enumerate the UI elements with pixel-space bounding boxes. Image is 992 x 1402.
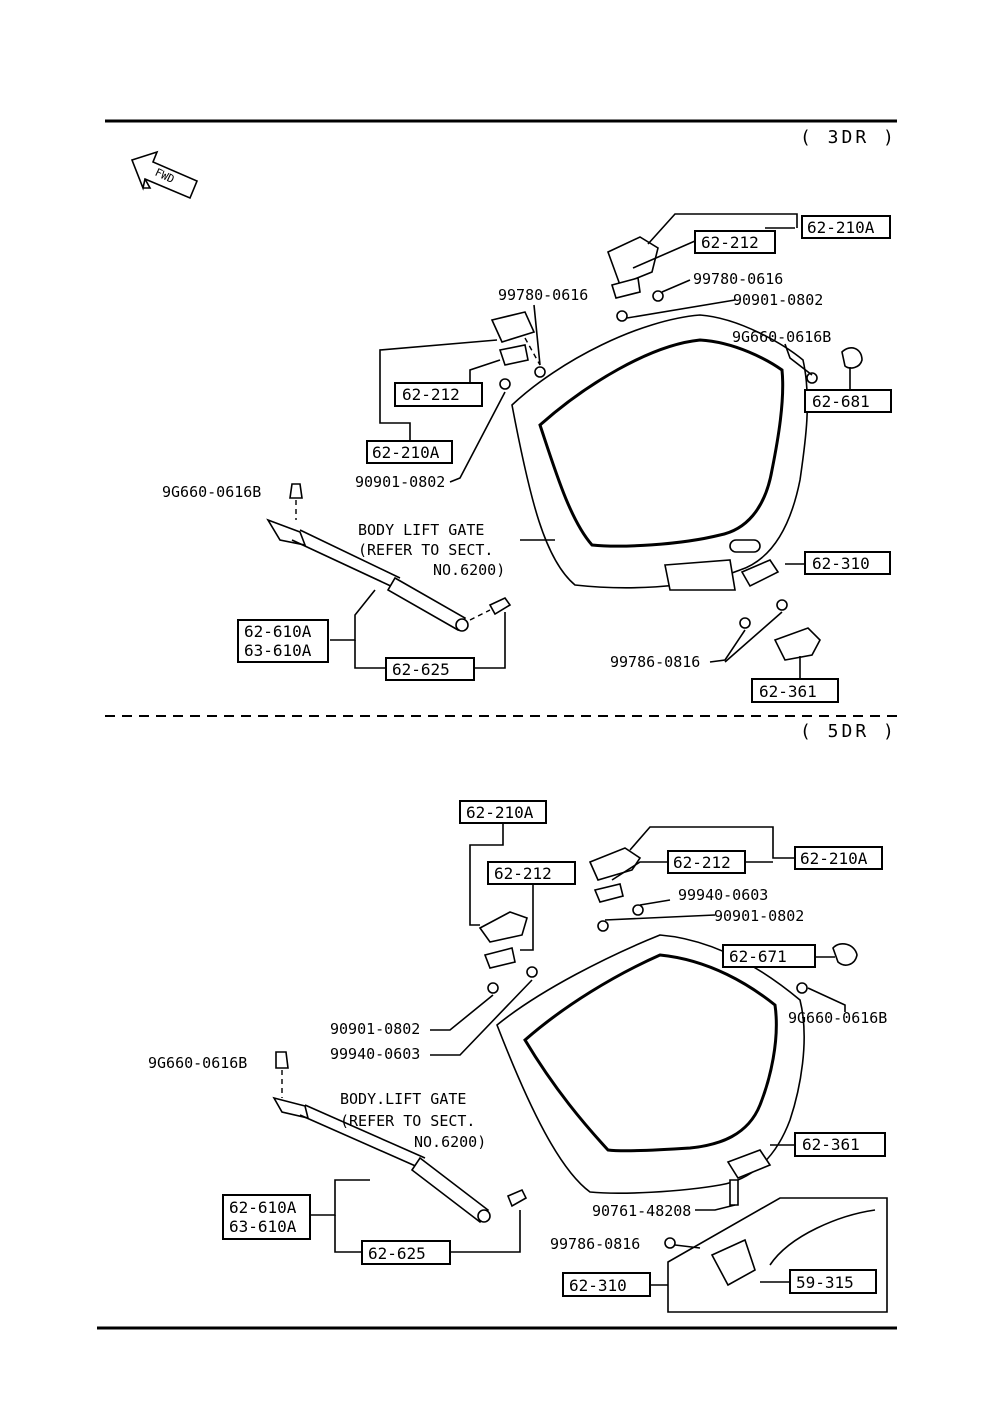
hinge-left-5dr [478,911,538,994]
box-3dr-8-frame [385,657,475,681]
label-5dr-5: 9G660-0616B [148,1054,247,1072]
box-5dr-8: 62-625 [368,1244,426,1263]
body-note-5dr-0: BODY.LIFT GATE [340,1090,466,1108]
label-3dr-6: 99786-0816 [610,653,700,671]
box-5dr-6: 62-610A [229,1198,297,1217]
label-3dr-2: 90901-0802 [733,291,823,309]
label-5dr-7: 99786-0816 [550,1235,640,1253]
box-3dr-3: 62-210A [372,443,440,462]
box-3dr-0-frame [801,215,891,239]
section-title-3dr: ( 3DR ) [800,127,897,148]
stopper-icon-3dr [806,347,863,384]
box-5dr-1: 62-212 [494,864,552,883]
stopper-icon-5dr [796,943,858,994]
box-5dr-5: 62-361 [802,1135,860,1154]
body-note-5dr-1: (REFER TO SECT. [340,1112,475,1130]
body-note-3dr-1: (REFER TO SECT. [358,541,493,559]
box-3dr-4-frame [804,389,892,413]
box-3dr-5: 62-310 [812,554,870,573]
fwd-arrow-icon [130,150,199,200]
latch-3dr [739,559,821,661]
label-5dr-3: 90901-0802 [330,1020,420,1038]
hinge-left-3dr [490,311,546,390]
label-5dr-1: 90901-0802 [714,907,804,925]
body-note-5dr-2: NO.6200) [414,1133,486,1151]
box-5dr-4: 62-671 [729,947,787,966]
body-note-3dr-0: BODY LIFT GATE [358,521,484,539]
gas-stay-3dr [266,483,512,632]
box-5dr-1-frame [487,861,576,885]
box-5dr-5-frame [794,1132,886,1157]
box-3dr-3-frame [366,440,453,464]
box-5dr-0-frame [459,800,547,824]
label-3dr-4: 90901-0802 [355,473,445,491]
label-3dr-5: 9G660-0616B [162,483,261,501]
box-3dr-1: 62-212 [701,233,759,252]
box-3dr-5-frame [804,551,891,575]
box-3dr-2-frame [394,382,483,407]
hinge-right-3dr [606,236,664,322]
box-5dr-3: 62-210A [800,849,868,868]
gas-stay-5dr [272,1051,528,1224]
box-5dr-4-frame [722,944,816,968]
box-3dr-2: 62-212 [402,385,460,404]
box-5dr-10: 59-315 [796,1273,854,1292]
box-5dr-0: 62-210A [466,803,534,822]
label-3dr-1: 99780-0616 [693,270,783,288]
lift-gate-5dr [496,934,805,1194]
box-3dr-6: 62-610A [244,622,312,641]
label-5dr-2: 9G660-0616B [788,1009,887,1027]
box-5dr-6-frame [222,1194,311,1240]
box-5dr-10-frame [789,1269,877,1294]
box-3dr-0: 62-210A [807,218,875,237]
box-5dr-7: 63-610A [229,1217,297,1236]
box-5dr-8-frame [361,1240,451,1265]
box-3dr-7: 63-610A [244,641,312,660]
box-3dr-8: 62-625 [392,660,450,679]
body-note-3dr-2: NO.6200) [433,561,505,579]
latch-5dr [664,1149,876,1287]
box-5dr-9: 62-310 [569,1276,627,1295]
label-5dr-0: 99940-0603 [678,886,768,904]
box-3dr-9-frame [751,678,839,703]
label-3dr-3: 9G660-0616B [732,328,831,346]
box-3dr-1-frame [694,230,776,254]
leaders-5dr [310,823,888,1313]
label-5dr-4: 99940-0603 [330,1045,420,1063]
box-3dr-4: 62-681 [812,392,870,411]
box-5dr-3-frame [794,846,883,870]
label-5dr-6: 90761-48208 [592,1202,691,1220]
label-3dr-0: 99780-0616 [498,286,588,304]
leaders-3dr [330,213,851,678]
box-5dr-2-frame [667,850,746,874]
box-5dr-9-frame [562,1272,651,1297]
lift-gate-3dr [511,314,809,591]
box-5dr-2: 62-212 [673,853,731,872]
box-3dr-6-frame [237,619,329,663]
box-3dr-9: 62-361 [759,682,817,701]
hinge-right-5dr [588,847,644,932]
section-title-5dr: ( 5DR ) [800,721,897,742]
